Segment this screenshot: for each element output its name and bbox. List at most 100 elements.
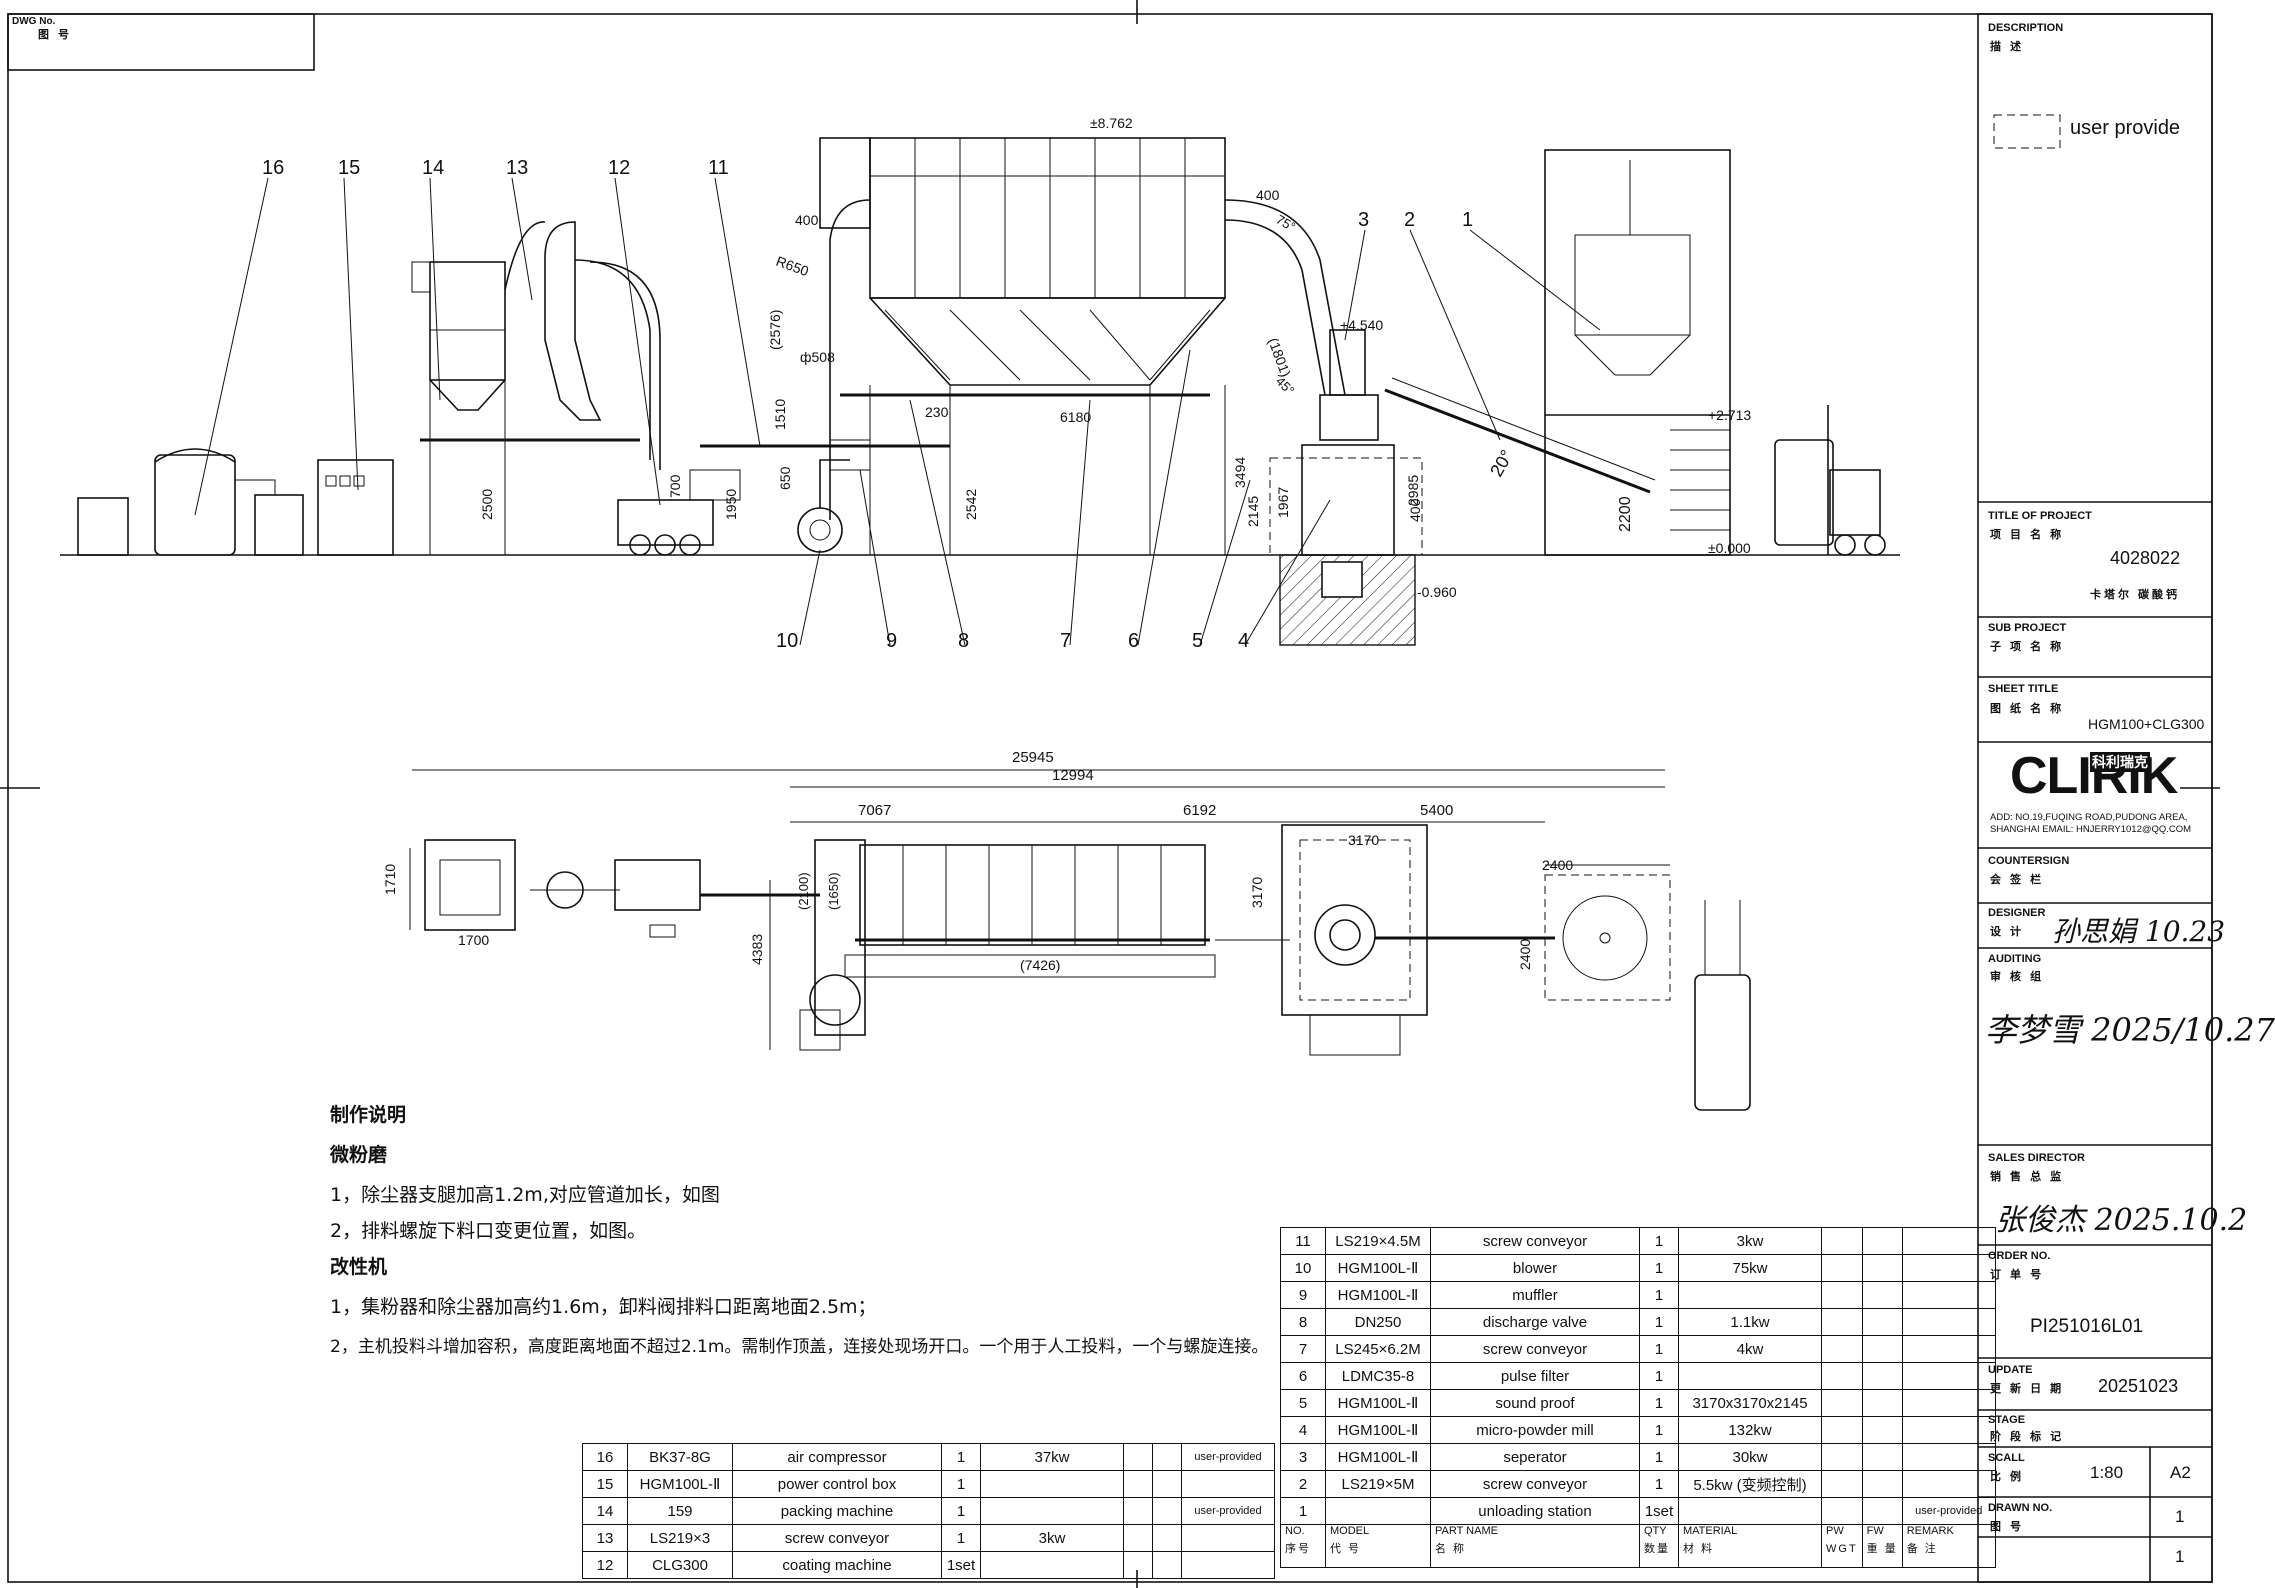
forklift xyxy=(1829,469,1881,536)
dimension-label: +2.713 xyxy=(1708,407,1751,423)
callout-number: 12 xyxy=(608,157,630,179)
dimension-label: 400 xyxy=(1407,498,1423,522)
separator xyxy=(1319,394,1379,441)
dimension-label: 1710 xyxy=(382,864,398,895)
ton-bag xyxy=(1774,439,1834,546)
dimension-label: 2400 xyxy=(1542,857,1573,873)
designer-label: DESIGNER xyxy=(1988,907,2046,919)
dimension-label: (2100) xyxy=(796,872,811,910)
dimension-label: ф508 xyxy=(800,349,835,365)
dimension-label: 400 xyxy=(1256,187,1280,203)
drawing-sheet: 16151413121110987654321±8.76240040075°R6… xyxy=(0,0,2220,1588)
title-of-project-label: TITLE OF PROJECT xyxy=(1988,510,2092,522)
dimension-label: 2400 xyxy=(1517,939,1533,970)
dimension-label: +4.540 xyxy=(1340,317,1383,333)
dimension-label: ±8.762 xyxy=(1090,115,1133,131)
notes-heading: 制作说明 xyxy=(330,1104,407,1126)
notes-mill-line-1: 1，除尘器支腿加高1.2m,对应管道加长，如图 xyxy=(330,1184,720,1206)
scale-label: SCALL xyxy=(1988,1452,2025,1464)
company-logo-cn: 科利瑞克 xyxy=(2090,752,2150,772)
plan-view xyxy=(409,769,1751,1111)
stage-label-cn: 阶 段 标 记 xyxy=(1990,1431,2065,1443)
callout-number: 1 xyxy=(1462,209,1473,231)
dimension-label: 20° xyxy=(1486,446,1517,480)
callout-number: 5 xyxy=(1192,630,1203,652)
user-provide-legend: user provide xyxy=(2070,117,2181,139)
callout-number: 14 xyxy=(422,157,444,179)
elevation-view xyxy=(60,137,1900,646)
callout-number: 4 xyxy=(1238,630,1249,652)
blower xyxy=(797,507,843,553)
dimension-label: 2200 xyxy=(1617,496,1634,532)
dimension-label: 4383 xyxy=(749,934,765,965)
dimension-label: 700 xyxy=(667,474,683,498)
countersign-label-cn: 会 签 栏 xyxy=(1990,874,2045,886)
dimension-label: 3494 xyxy=(1232,457,1248,488)
dimension-label: 1950 xyxy=(723,489,739,520)
dimension-label: 400 xyxy=(795,212,819,228)
designer-signature: 孙思娟 10.23 xyxy=(2052,915,2226,948)
dimension-label: 45° xyxy=(1273,374,1298,399)
notes-modifier-line-1: 1，集粉器和除尘器加高约1.6m，卸料阀排料口距离地面2.5m； xyxy=(330,1296,877,1318)
dimension-label: 1510 xyxy=(772,399,788,430)
dwg-no-label: DWG No. xyxy=(12,16,56,27)
power-control-box xyxy=(317,459,394,556)
auditing-signature: 李梦雪 2025/10.27 xyxy=(1985,1011,2275,1049)
notes-mill-line-2: 2，排料螺旋下料口变更位置，如图。 xyxy=(330,1220,647,1242)
dimension-label: 12994 xyxy=(1052,767,1094,784)
callout-number: 2 xyxy=(1404,209,1415,231)
project-number: 4028022 xyxy=(2110,548,2181,568)
dimension-label: 2542 xyxy=(963,489,979,520)
callout-number: 15 xyxy=(338,157,360,179)
auditing-label: AUDITING xyxy=(1988,953,2042,965)
project-name-cn: 卡塔尔 碳酸钙 xyxy=(2090,589,2181,601)
dimension-label: 6192 xyxy=(1183,802,1216,819)
callout-number: 8 xyxy=(958,630,969,652)
dwg-no-label-cn: 图 号 xyxy=(38,29,73,41)
company-address-1: ADD: NO.19,FUQING ROAD,PUDONG AREA, xyxy=(1990,812,2188,823)
dimension-label: -0.960 xyxy=(1417,584,1457,600)
countersign-label: COUNTERSIGN xyxy=(1988,855,2070,867)
sheet-title-label: SHEET TITLE xyxy=(1988,683,2059,695)
callout-number: 10 xyxy=(776,630,798,652)
plan-forklift xyxy=(1694,974,1751,1111)
dimension-label: 3170 xyxy=(1348,832,1379,848)
order-no-value: PI251016L01 xyxy=(2030,1316,2144,1337)
stage-label: STAGE xyxy=(1988,1414,2026,1426)
designer-label-cn: 设 计 xyxy=(1990,926,2025,938)
description-label: DESCRIPTION xyxy=(1988,22,2064,34)
drawn-no-value: 1 xyxy=(2175,1507,2185,1526)
sheet-size-value: A2 xyxy=(2170,1463,2191,1482)
dimension-label: R650 xyxy=(774,253,811,280)
dimension-label: 3170 xyxy=(1249,877,1265,908)
scale-label-cn: 比 例 xyxy=(1990,1471,2025,1483)
auditing-label-cn: 审 核 组 xyxy=(1990,971,2045,983)
packing-machine-silo xyxy=(429,261,506,381)
title-block-frame xyxy=(1977,13,2213,1583)
notes-modifier-line-2: 2，主机投料斗增加容积，高度距离地面不超过2.1m。需制作顶盖，连接处现场开口。… xyxy=(330,1337,1269,1357)
drawn-no-value-2: 1 xyxy=(2175,1547,2185,1566)
sales-director-label: SALES DIRECTOR xyxy=(1988,1152,2085,1164)
notes-mill-heading: 微粉磨 xyxy=(330,1144,388,1166)
sub-project-label-cn: 子 项 名 称 xyxy=(1990,641,2065,653)
dwg-no-box xyxy=(7,13,315,71)
dimension-label: (1650) xyxy=(826,872,841,910)
description-label-cn: 描 述 xyxy=(1990,41,2025,53)
drawn-no-label-cn: 图 号 xyxy=(1990,1521,2025,1533)
dimension-label: ±0.000 xyxy=(1708,540,1751,556)
dimension-label: 650 xyxy=(777,466,793,490)
dimension-label: 2145 xyxy=(1245,496,1261,527)
